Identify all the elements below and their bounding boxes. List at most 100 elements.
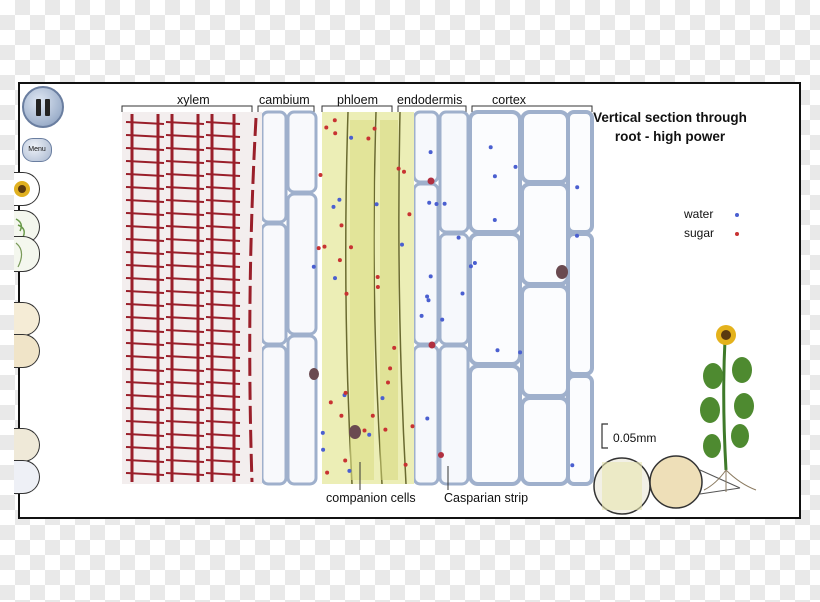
sugar-particle — [343, 390, 348, 395]
sugar-particle — [337, 258, 342, 263]
water-particle — [434, 202, 439, 206]
legend-water-label: water — [684, 207, 714, 221]
thumbnail-root-tip[interactable] — [14, 236, 40, 272]
water-particle — [333, 276, 337, 281]
thumbnail-section-d[interactable] — [14, 460, 40, 494]
sugar-particle — [349, 245, 353, 250]
legend-sugar-dot — [735, 232, 739, 236]
sugar-particle — [332, 118, 337, 123]
sugar-particle — [372, 126, 377, 131]
water-particle — [428, 150, 433, 155]
sugar-particle — [386, 380, 390, 385]
label-endodermis: endodermis — [397, 93, 463, 107]
sugar-particle — [410, 424, 415, 429]
water-particle — [380, 396, 385, 401]
scale-bar — [601, 423, 608, 449]
water-particle — [347, 468, 352, 473]
water-particle — [518, 350, 523, 355]
label-xylem: xylem — [177, 93, 210, 107]
water-particle — [495, 348, 500, 353]
water-particle — [320, 430, 325, 435]
water-particle — [575, 233, 579, 238]
water-particle — [321, 447, 326, 452]
particles-layer — [311, 118, 580, 475]
phloem-tissue — [322, 111, 414, 485]
sugar-particle — [333, 131, 338, 136]
diagram-title: Vertical section through root - high pow… — [585, 108, 755, 146]
water-particle — [337, 197, 342, 202]
water-particle — [425, 416, 430, 421]
sugar-particle — [407, 212, 412, 217]
root-tip-thumb-icon — [15, 242, 23, 268]
sugar-particle — [402, 169, 406, 174]
sugar-particle — [322, 244, 327, 249]
label-cambium: cambium — [259, 93, 310, 107]
water-particle — [331, 204, 336, 209]
water-particle — [427, 200, 432, 205]
cambium-nucleus — [309, 368, 319, 380]
sunflower-icon — [700, 325, 757, 492]
label-cortex: cortex — [492, 93, 527, 107]
water-particle — [513, 164, 518, 169]
water-particle — [400, 242, 404, 247]
water-particle — [468, 264, 473, 269]
water-particle — [472, 261, 477, 265]
sugar-particle — [396, 166, 401, 171]
cortex-nucleus — [556, 265, 568, 279]
water-particle — [367, 432, 372, 437]
sugar-particle — [339, 413, 344, 418]
title-line-2: root - high power — [614, 129, 726, 144]
sugar-particle — [375, 285, 380, 289]
thumbnail-sunflower[interactable] — [14, 172, 40, 206]
scale-label: 0.05mm — [613, 431, 657, 445]
water-particle — [492, 218, 497, 222]
sugar-particle — [403, 462, 408, 467]
sunflower-thumb-icon — [14, 181, 30, 197]
thumbnail-section-b[interactable] — [14, 334, 40, 368]
water-particle — [492, 174, 497, 179]
legend-sugar-label: sugar — [684, 226, 715, 240]
water-particle — [442, 201, 447, 206]
pause-button[interactable] — [22, 86, 64, 128]
sugar-particle — [392, 345, 397, 350]
sugar-particle — [370, 413, 375, 418]
water-particle — [425, 294, 430, 299]
thumbnail-section-c[interactable] — [14, 428, 40, 462]
endodermis-cells — [412, 110, 470, 486]
sugar-particle — [325, 470, 330, 475]
water-particle — [374, 202, 379, 207]
pause-icon — [36, 99, 41, 116]
sugar-particle — [344, 291, 349, 296]
menu-button[interactable]: Menu — [22, 138, 52, 162]
sugar-particle — [388, 366, 393, 371]
legend-water-dot — [735, 213, 739, 217]
sugar-particle — [383, 427, 388, 432]
sugar-particle — [318, 173, 323, 177]
title-line-1: Vertical section through — [593, 110, 747, 125]
thumbnail-section-a[interactable] — [14, 302, 40, 336]
water-particle — [488, 145, 493, 150]
sugar-particle — [375, 275, 380, 279]
water-particle — [456, 235, 461, 240]
sugar-particle — [328, 400, 333, 405]
cortex-cells — [468, 110, 594, 486]
water-particle — [440, 317, 445, 322]
leader-lines — [359, 462, 449, 490]
sugar-particle — [316, 246, 321, 251]
water-particle — [570, 463, 575, 468]
label-brackets — [121, 105, 593, 112]
magnifier-icon — [593, 455, 741, 515]
label-companion-cells: companion cells — [326, 491, 416, 505]
sugar-particle — [362, 428, 367, 433]
casparian-strip-marks — [427, 177, 444, 458]
water-particle — [426, 298, 431, 303]
water-particle — [419, 313, 424, 318]
water-particle — [311, 264, 316, 269]
sugar-particle — [324, 125, 329, 130]
label-phloem: phloem — [337, 93, 378, 107]
water-particle — [575, 185, 580, 190]
xylem-vessels — [122, 112, 262, 484]
label-casparian-strip: Casparian strip — [444, 491, 529, 505]
sugar-particle — [366, 136, 371, 141]
